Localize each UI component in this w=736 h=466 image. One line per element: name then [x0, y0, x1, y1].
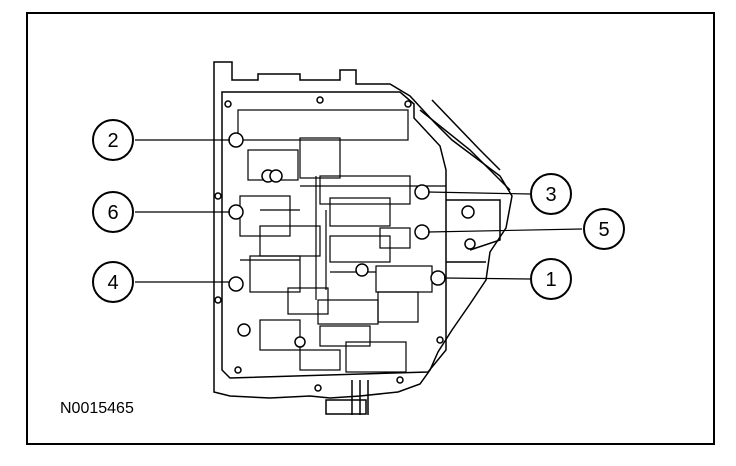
leader-lines	[135, 139, 583, 283]
callout-6: 6	[92, 191, 134, 233]
callout-label: 4	[107, 272, 118, 294]
callout-5: 5	[583, 208, 625, 250]
valve-body-internals	[237, 109, 446, 373]
callout-1: 1	[530, 258, 572, 300]
callout-2: 2	[92, 119, 134, 161]
callout-3: 3	[530, 173, 572, 215]
valve-body-illustration	[213, 61, 513, 415]
callout-label: 3	[545, 184, 556, 206]
figure-reference-code: N0015465	[60, 400, 134, 417]
callout-label: 6	[107, 202, 118, 224]
callout-label: 1	[545, 269, 556, 291]
figure-frame	[26, 12, 715, 445]
bolt-holes	[214, 96, 476, 392]
callout-4: 4	[92, 261, 134, 303]
callout-label: 2	[107, 130, 118, 152]
callout-label: 5	[598, 219, 609, 241]
